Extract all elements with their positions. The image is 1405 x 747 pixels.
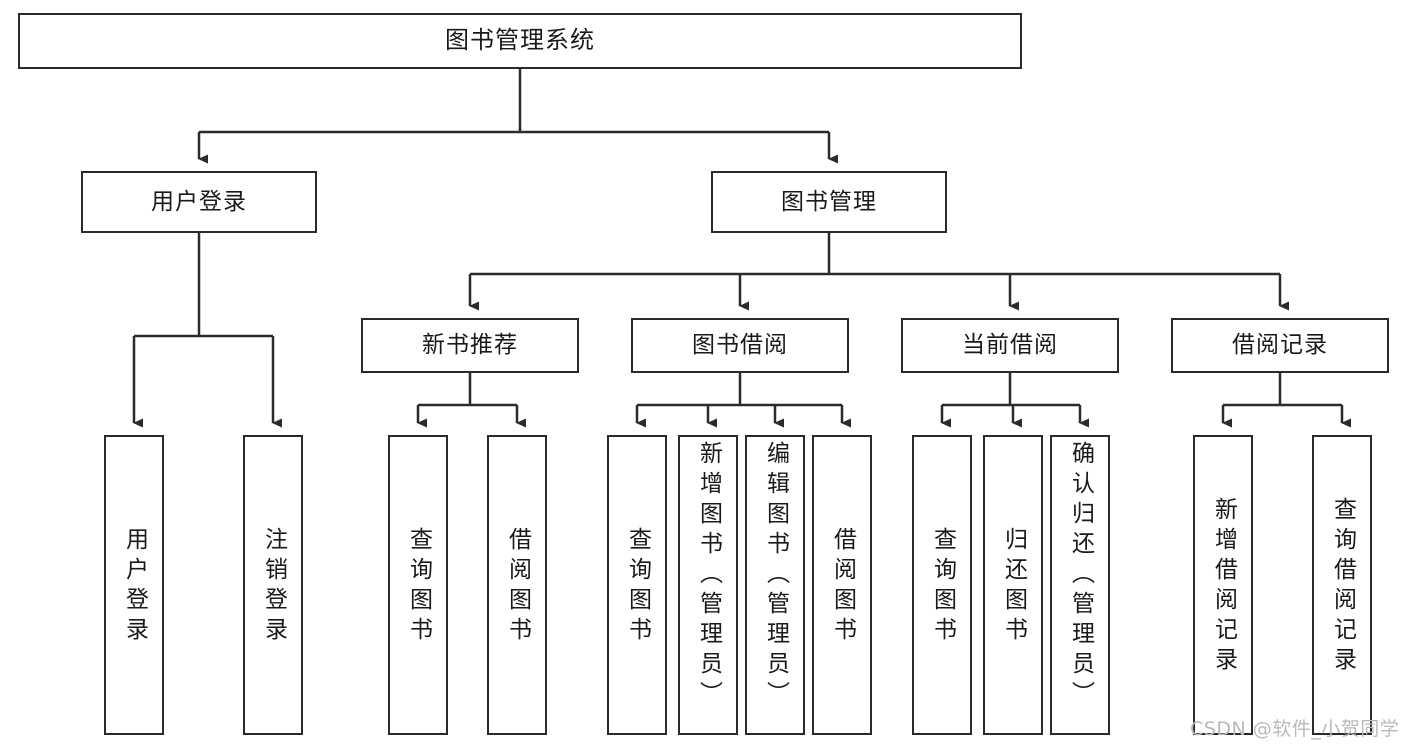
leaf-add-book-admin[interactable]: 新增图书（管理员） <box>678 435 738 735</box>
node-root-label: 图书管理系统 <box>445 26 595 55</box>
leaf-add-book-admin-label: 新增图书（管理员） <box>695 441 722 711</box>
leaf-user-login[interactable]: 用户登录 <box>104 435 164 735</box>
edges-book-borrow <box>635 373 851 428</box>
node-book-manage[interactable]: 图书管理 <box>711 171 947 233</box>
leaf-user-logout[interactable]: 注销登录 <box>243 435 303 735</box>
edges-borrow-record <box>1221 373 1351 428</box>
leaf-query-book-2-label: 查询图书 <box>624 527 651 647</box>
leaf-query-book-3[interactable]: 查询图书 <box>912 435 972 735</box>
leaf-edit-book-admin-label: 编辑图书（管理员） <box>762 441 789 711</box>
node-book-borrow-label: 图书借阅 <box>692 332 788 359</box>
leaf-query-borrow-record-label: 查询借阅记录 <box>1329 497 1356 677</box>
leaf-confirm-return-admin[interactable]: 确认归还（管理员） <box>1050 435 1110 735</box>
leaf-confirm-return-admin-label: 确认归还（管理员） <box>1067 441 1094 711</box>
leaf-query-book-1-label: 查询图书 <box>405 527 432 647</box>
node-current-borrow[interactable]: 当前借阅 <box>901 318 1119 373</box>
leaf-user-logout-label: 注销登录 <box>260 527 287 647</box>
leaf-borrow-book-1[interactable]: 借阅图书 <box>487 435 547 735</box>
csdn-watermark: CSDN @软件_小贺同学 <box>1190 718 1400 740</box>
edges-new-book-recommend <box>416 373 526 428</box>
leaf-return-book[interactable]: 归还图书 <box>983 435 1043 735</box>
node-new-book-recommend[interactable]: 新书推荐 <box>361 318 579 373</box>
edges-root <box>197 69 838 164</box>
leaf-query-book-1[interactable]: 查询图书 <box>388 435 448 735</box>
leaf-user-login-label: 用户登录 <box>121 527 148 647</box>
node-root[interactable]: 图书管理系统 <box>18 13 1022 69</box>
edges-book-manage <box>468 233 1289 311</box>
node-borrow-record[interactable]: 借阅记录 <box>1171 318 1389 373</box>
leaf-borrow-book-1-label: 借阅图书 <box>504 527 531 647</box>
leaf-add-borrow-record-label: 新增借阅记录 <box>1210 497 1237 677</box>
edges-user-login <box>132 233 282 428</box>
node-book-manage-label: 图书管理 <box>781 188 877 215</box>
leaf-query-book-3-label: 查询图书 <box>929 527 956 647</box>
leaf-borrow-book-2-label: 借阅图书 <box>829 527 856 647</box>
edges-current-borrow <box>940 373 1089 428</box>
leaf-add-borrow-record[interactable]: 新增借阅记录 <box>1193 435 1253 735</box>
leaf-return-book-label: 归还图书 <box>1000 527 1027 647</box>
node-user-login[interactable]: 用户登录 <box>81 171 317 233</box>
node-user-login-label: 用户登录 <box>151 188 247 215</box>
node-current-borrow-label: 当前借阅 <box>962 332 1058 359</box>
leaf-borrow-book-2[interactable]: 借阅图书 <box>812 435 872 735</box>
node-borrow-record-label: 借阅记录 <box>1232 332 1328 359</box>
leaf-query-borrow-record[interactable]: 查询借阅记录 <box>1312 435 1372 735</box>
node-book-borrow[interactable]: 图书借阅 <box>631 318 849 373</box>
leaf-edit-book-admin[interactable]: 编辑图书（管理员） <box>745 435 805 735</box>
leaf-query-book-2[interactable]: 查询图书 <box>607 435 667 735</box>
node-new-book-recommend-label: 新书推荐 <box>422 332 518 359</box>
